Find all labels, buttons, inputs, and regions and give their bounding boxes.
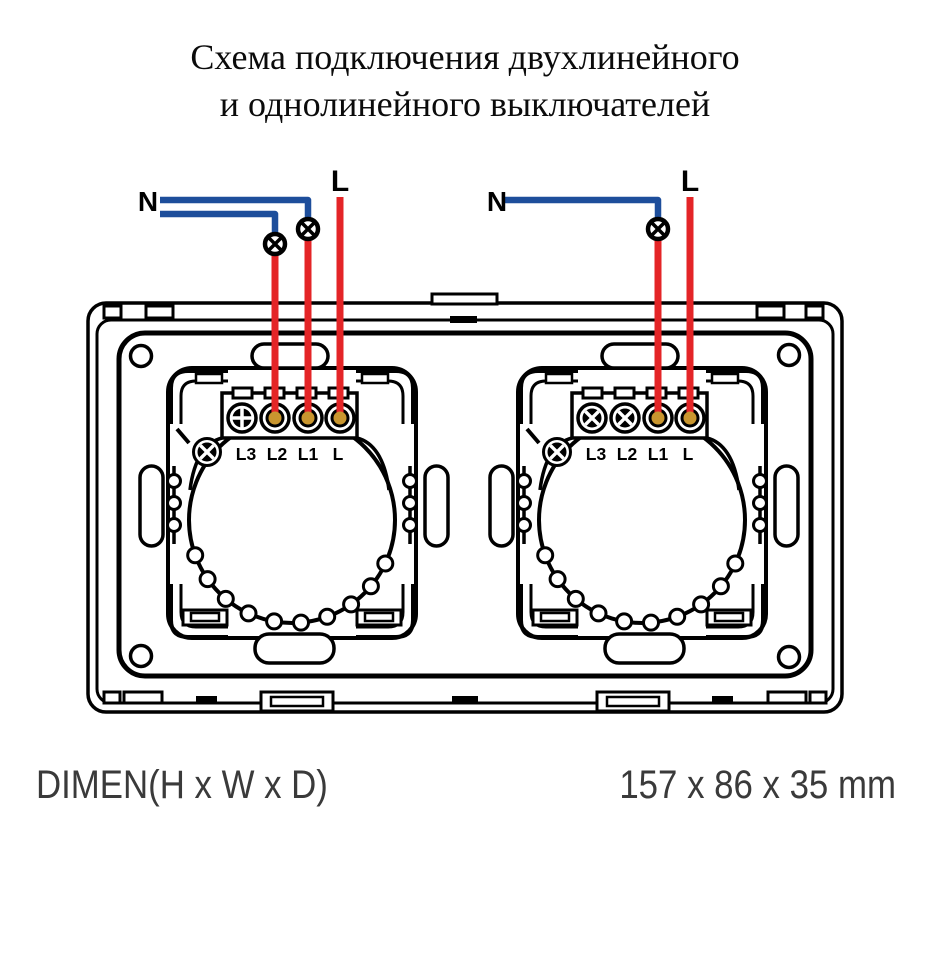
right-line-label: L: [681, 165, 699, 198]
mounting-hole: [128, 343, 154, 369]
dimensions-row: DIMEN(H x W x D) 157 x 86 x 35 mm: [0, 763, 930, 808]
terminal-label-l2: L2: [267, 444, 288, 464]
mounting-hole: [776, 644, 802, 670]
dimensions-value: 157 x 86 x 35 mm: [619, 763, 896, 807]
left-line-label: L: [331, 165, 349, 198]
right-module-empty-terminals: [584, 410, 633, 426]
right-neutral-wire: [505, 196, 662, 218]
terminal-label-l1: L1: [298, 444, 319, 464]
lamp-symbol: [645, 216, 671, 242]
dimensions-label: DIMEN(H x W x D): [36, 763, 328, 807]
lamp-symbol: [262, 216, 321, 257]
left-terminal-labels: L3 L2 L1 L: [236, 444, 344, 464]
title-line-1: Схема подключения двухлинейного: [190, 37, 740, 77]
mounting-hole: [776, 342, 802, 368]
left-module-empty-terminal: [232, 408, 252, 428]
switch-module-right: [488, 342, 800, 665]
terminal-label-l: L: [333, 444, 344, 464]
terminal-label-l3: L3: [586, 444, 607, 464]
terminal-label-l1: L1: [648, 444, 669, 464]
page-title: Схема подключения двухлинейного и одноли…: [0, 34, 930, 128]
mounting-hole: [128, 643, 154, 669]
left-neutral-wires: [160, 196, 312, 233]
left-line-wires: [271, 197, 344, 416]
terminal-wire-tips: [268, 411, 697, 425]
terminal-label-l2: L2: [617, 444, 638, 464]
right-terminal-labels: L3 L2 L1 L: [586, 444, 694, 464]
switch-module-left: [138, 342, 450, 665]
terminal-label-l: L: [683, 444, 694, 464]
terminal-label-l3: L3: [236, 444, 257, 464]
right-neutral-label: N: [487, 186, 507, 217]
title-line-2: и однолинейного выключателей: [219, 84, 711, 124]
left-neutral-label: N: [138, 186, 158, 217]
right-line-wires: [654, 197, 694, 416]
